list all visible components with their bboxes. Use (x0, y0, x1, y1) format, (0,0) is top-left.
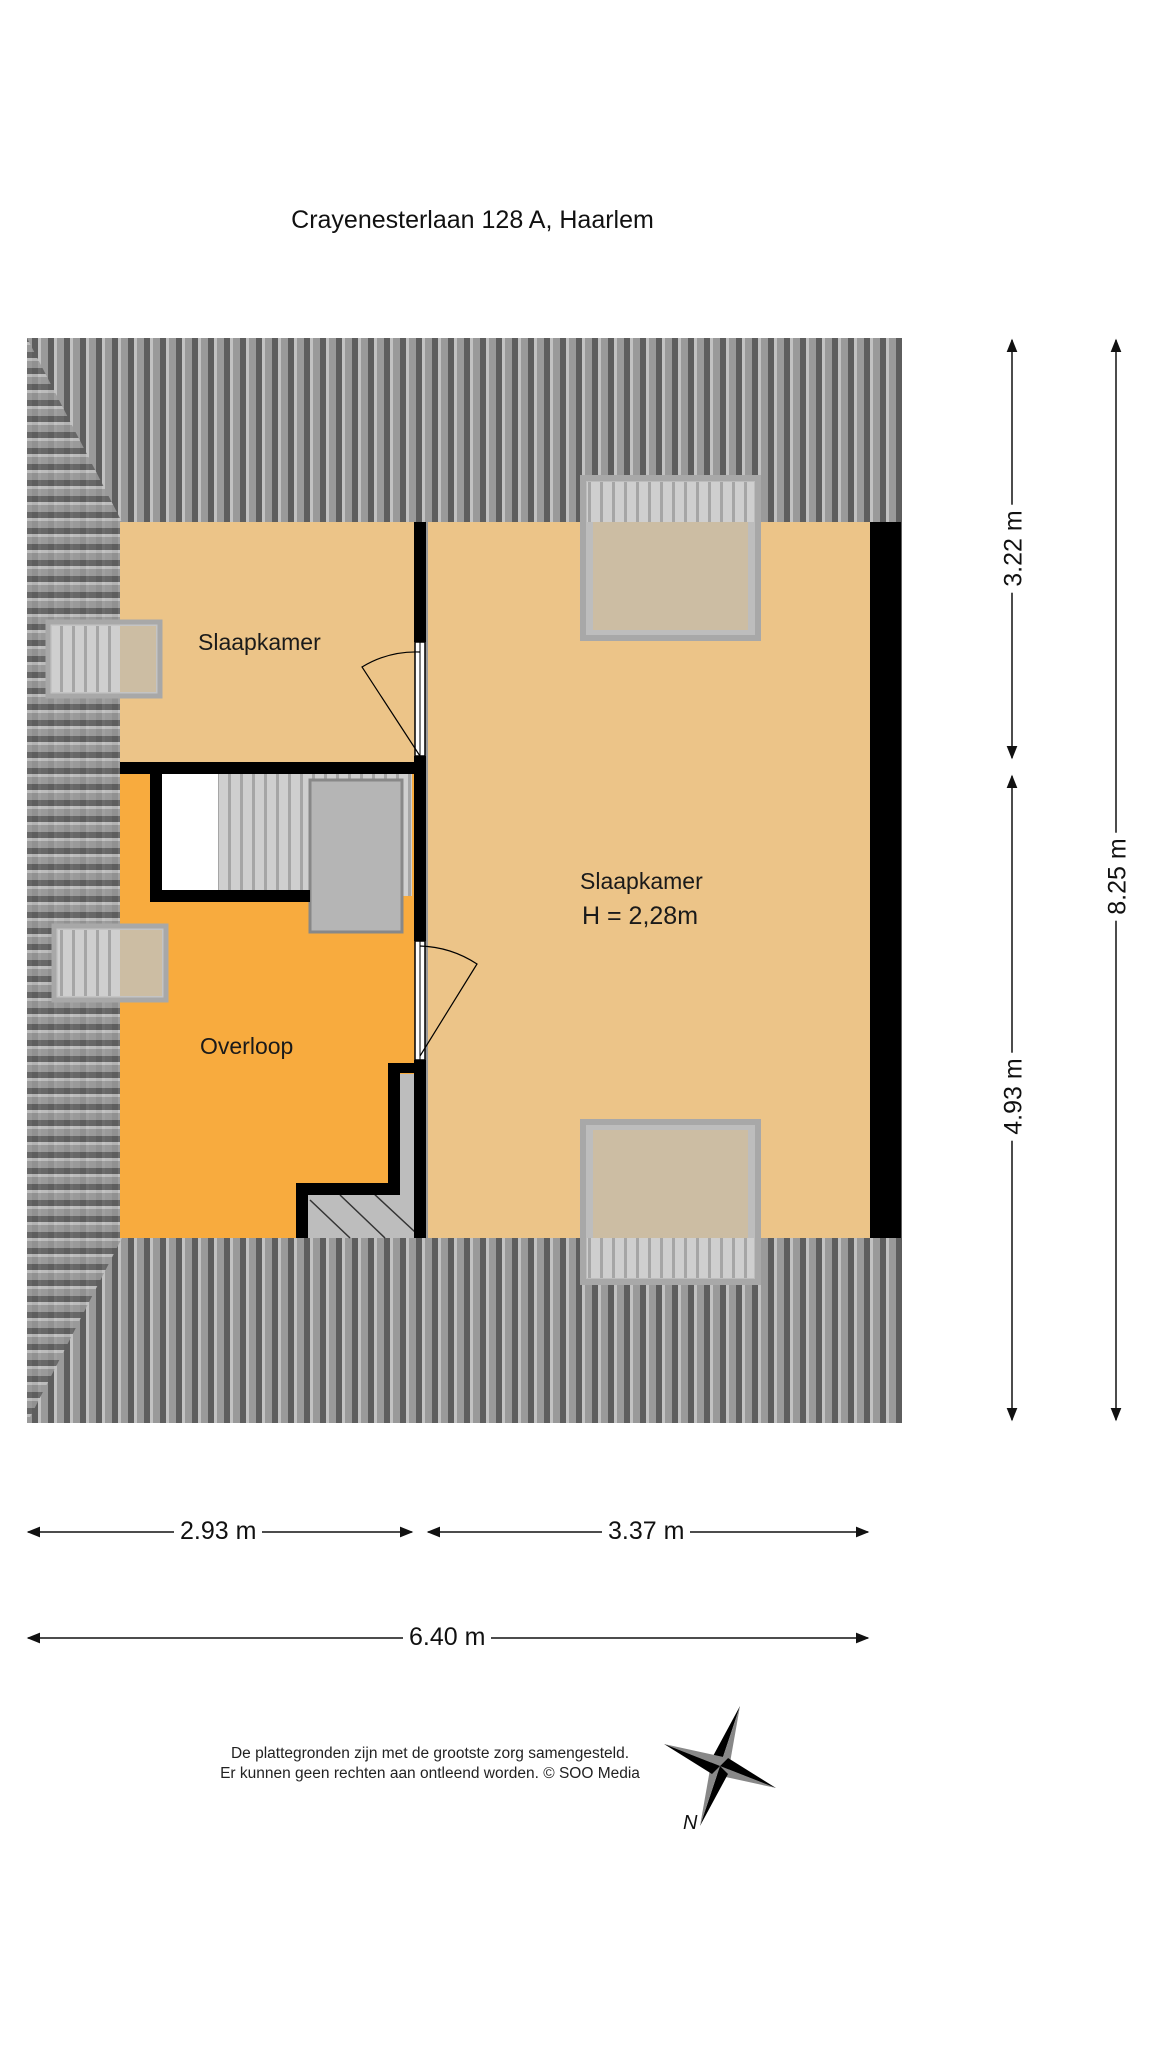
dim-depth-total: 8.25 m (1103, 832, 1133, 921)
disclaimer-line-1: De plattegronden zijn met de grootste zo… (230, 1745, 630, 1762)
walls (120, 522, 901, 1238)
disclaimer: De plattegronden zijn met de grootste zo… (150, 1744, 710, 1784)
dim-depth-top: 3.22 m (999, 504, 1029, 593)
room-label-bedroom-large: Slaapkamer (580, 868, 703, 894)
staircase (150, 773, 420, 1239)
plan-title: Crayenesterlaan 128 A, Haarlem (291, 206, 654, 234)
room-bedroom-large (428, 522, 870, 1238)
room-height-bedroom-large: H = 2,28m (582, 902, 699, 930)
dim-width-left: 2.93 m (174, 1517, 263, 1546)
window-top (580, 475, 761, 641)
door-bedroom-large (414, 940, 478, 1061)
room-label-landing: Overloop (200, 1033, 294, 1059)
disclaimer-line-2: Er kunnen geen rechten aan ontleend word… (220, 1765, 640, 1782)
room-bedroom-small (120, 522, 422, 765)
window-left-bottom (51, 923, 169, 1003)
dim-width-right: 3.37 m (602, 1517, 691, 1546)
window-left-top (45, 619, 163, 699)
compass-rose-icon (664, 1706, 776, 1826)
window-bottom (580, 1119, 761, 1285)
dim-width-total: 6.40 m (403, 1623, 492, 1652)
compass-north-label: N (683, 1812, 698, 1834)
door-bedroom-small (361, 641, 426, 757)
room-label-bedroom-small: Slaapkamer (198, 629, 321, 655)
dim-depth-bottom: 4.93 m (999, 1052, 1029, 1141)
